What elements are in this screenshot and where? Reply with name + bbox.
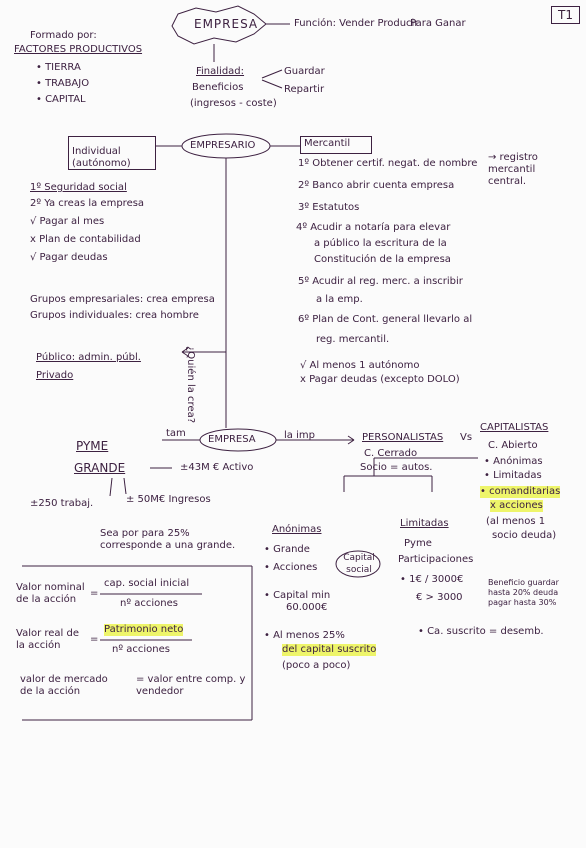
merc-item-1: 1º Obtener certif. negat. de nombre [298,158,478,169]
an-item-5: • Al menos 25% [264,630,345,641]
c-cerrado: C. Cerrado [364,448,418,459]
cap-item-4: • comanditarias [480,486,561,498]
ind-item-4: x Plan de contabilidad [30,234,141,245]
valor-real-den: nº acciones [112,644,170,655]
anonimas-label: Anónimas [272,524,322,535]
ind-item-1: 1º Seguridad social [30,182,127,193]
an-item-4: 60.000€ [286,602,328,613]
registro-label: → registro mercantil central. [488,152,538,187]
grupos-ind: Grupos individuales: crea hombre [30,310,199,321]
valor-nominal-den: nº acciones [120,598,178,609]
individual-label: Individual (autónomo) [72,146,131,169]
vs-label: Vs [460,432,473,443]
cap-item-7: socio deuda) [492,530,557,541]
beneficios-label: Beneficios [192,82,244,93]
valor-real-num: Patrimonio neto [104,624,184,636]
mercantil-box [300,136,372,154]
factor-trabajo: • TRABAJO [36,78,90,89]
cap-item-5: x acciones [490,500,543,512]
capital-social: Capital social [343,553,375,575]
socio-autos: Socio = autos. [360,462,433,473]
formado-label: Formado por: [30,30,97,41]
cap-item-6: (al menos 1 [486,516,546,527]
lim-item-2: Participaciones [398,554,474,565]
merc-item-9: 6º Plan de Cont. general llevarlo al [298,314,473,325]
guardar-label: Guardar [284,66,325,77]
individual-box [68,136,156,170]
eq-1: = [90,588,99,599]
an-item-3: • Capital min [264,590,331,601]
an-item-7: (poco a poco) [282,660,351,671]
ingresos-50: ± 50M€ Ingresos [126,494,211,505]
merc-item-6: Constitución de la empresa [314,254,451,265]
ind-item-3: √ Pagar al mes [30,216,105,227]
ind-item-5: √ Pagar deudas [30,252,108,263]
merc-item-7: 5º Acudir al reg. merc. a inscribir [298,276,463,287]
eq-2: = [90,634,99,645]
merc-item-4: 4º Acudir a notaría para elevar [296,222,451,233]
valor-mercado-r: = valor entre comp. y vendedor [136,674,246,697]
pyme-label: PYME [76,439,109,453]
quien-label: ¿Quién la crea? [185,346,196,424]
an-item-1: • Grande [264,544,310,555]
limitadas-label: Limitadas [400,518,449,529]
empresa-center: EMPRESA [194,17,259,31]
merc-item-3: 3º Estatutos [298,202,360,213]
trabaj-label: ±250 trabaj. [30,498,94,509]
mercantil-label: Mercantil [304,138,351,149]
merc-item-5: a público la escritura de la [314,238,447,249]
lim-item-3: • 1€ / 3000€ [400,574,464,585]
capitalistas-label: CAPITALISTAS [480,422,549,433]
an-item-6: del capital suscrito [282,644,377,656]
valor-nominal-num: cap. social inicial [104,578,190,589]
factor-tierra: • TIERRA [36,62,81,73]
ind-item-2: 2º Ya creas la empresa [30,198,145,209]
valor-real-label: Valor real de la acción [16,628,80,651]
activo-label: ±43M € Activo [180,462,254,473]
personalistas-label: PERSONALISTAS [362,432,444,443]
publico-label: Público: admin. públ. [36,352,141,363]
lim-item-4: € > 3000 [416,592,463,603]
ingresos-label: (ingresos - coste) [190,98,277,109]
grande-label: GRANDE [74,461,126,475]
beneficio-note: Beneficio guardar hasta 20% deuda pagar … [488,578,559,607]
merc-item-10: reg. mercantil. [316,334,390,345]
para-ganar: Para Ganar [410,18,466,29]
an-item-2: • Acciones [264,562,318,573]
factores-label: FACTORES PRODUCTIVOS [14,44,143,55]
merc-item-11: √ Al menos 1 autónomo [300,360,420,371]
page-tag: T1 [551,6,580,24]
factor-capital: • CAPITAL [36,94,86,105]
grupos-emp: Grupos empresariales: crea empresa [30,294,215,305]
empresa-imp: EMPRESA [208,434,256,445]
merc-item-8: a la emp. [316,294,363,305]
repartir-label: Repartir [284,84,325,95]
cap-item-2: • Anónimas [484,456,543,467]
cap-item-3: • Limitadas [484,470,542,481]
finalidad-label: Finalidad: [196,66,245,77]
lim-item-5: • Ca. suscrito = desemb. [418,626,544,637]
la-imp-label: la imp [284,430,315,441]
valor-mercado-label: valor de mercado de la acción [20,674,108,697]
privado-label: Privado [36,370,74,381]
empresario-label: EMPRESARIO [190,140,256,151]
merc-item-12: x Pagar deudas (excepto DOLO) [300,374,460,385]
sea-por: Sea por para 25% corresponde a una grand… [100,528,236,551]
valor-nominal-label: Valor nominal de la acción [16,582,85,605]
lim-item-1: Pyme [404,538,432,549]
tam-label: tam [166,428,186,439]
cap-item-1: C. Abierto [488,440,538,451]
merc-item-2: 2º Banco abrir cuenta empresa [298,180,455,191]
funcion-label: Función: Vender Producir [294,18,419,29]
